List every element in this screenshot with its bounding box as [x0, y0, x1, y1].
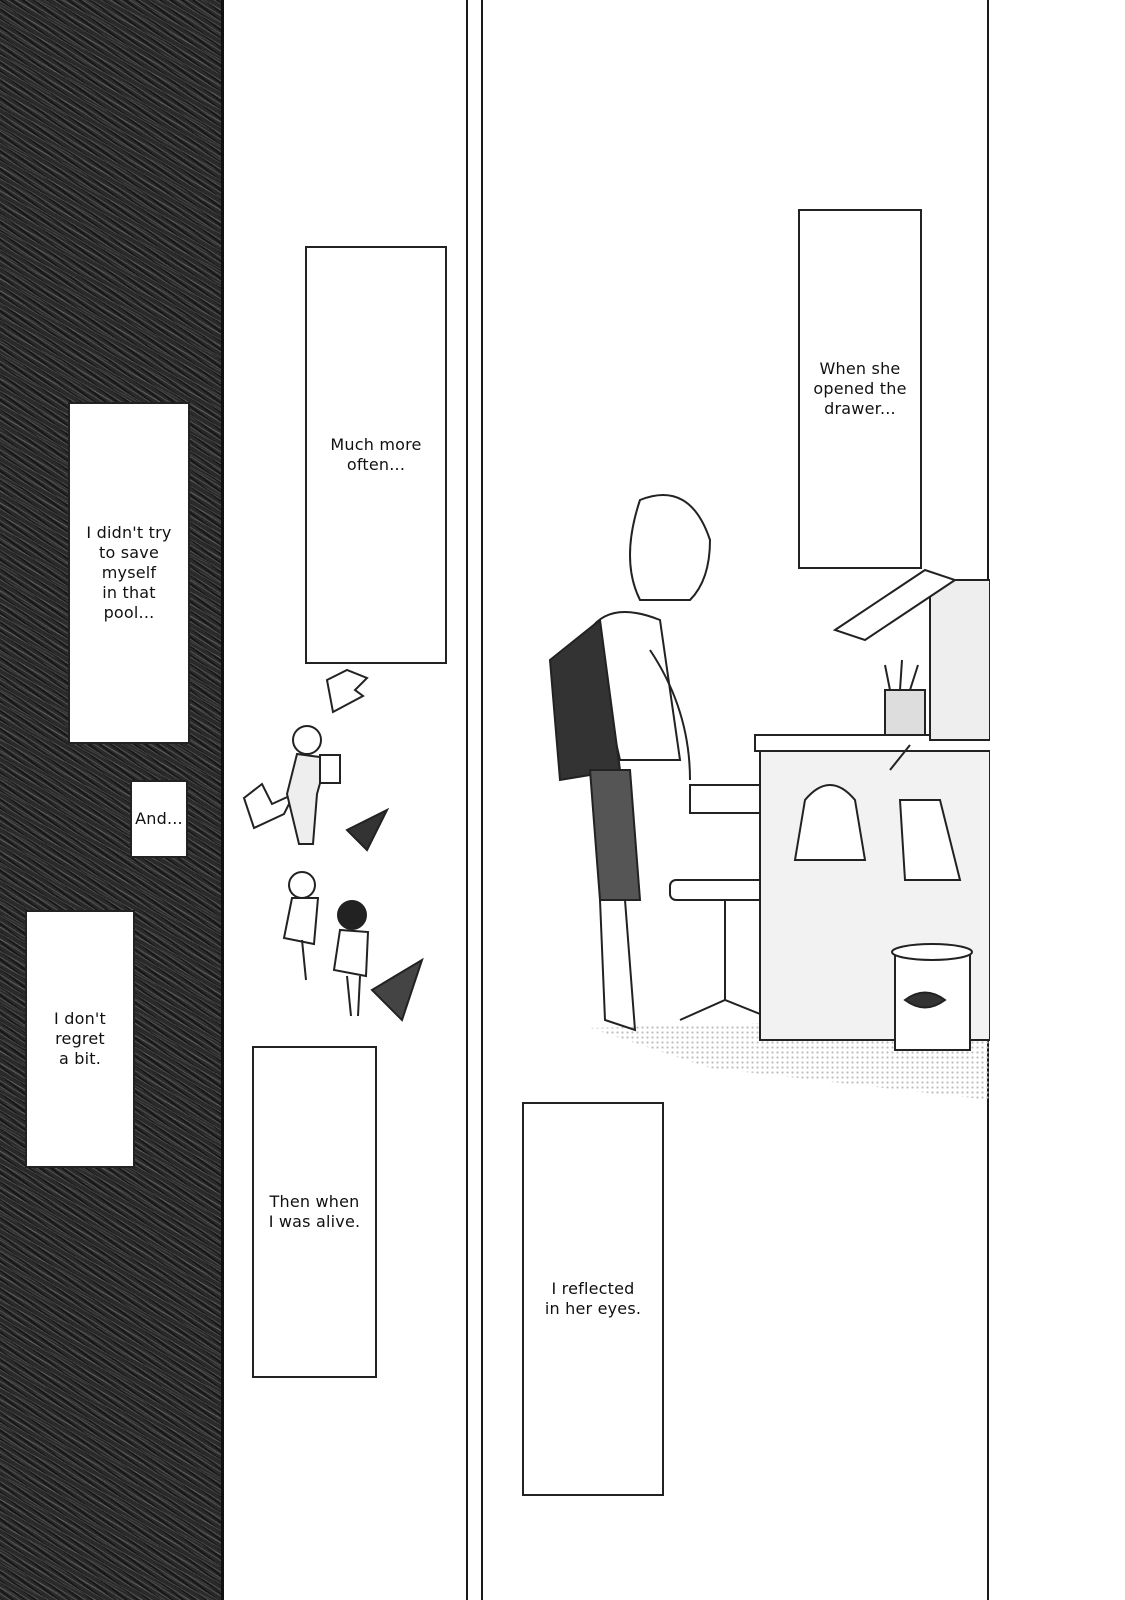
caption-text: Much more often...	[330, 435, 422, 474]
caption-box: I don't regret a bit.	[25, 910, 135, 1168]
caption-box: I didn't try to save myself in that pool…	[68, 402, 190, 744]
caption-text: I reflected in her eyes.	[544, 1279, 642, 1318]
children-walking-illustration	[242, 668, 424, 1022]
caption-box: And...	[130, 780, 188, 858]
caption-text: When she opened the drawer...	[813, 359, 907, 418]
caption-text: And...	[135, 809, 183, 828]
caption-box: Then when I was alive.	[252, 1046, 377, 1378]
caption-box: When she opened the drawer...	[798, 209, 922, 569]
panel-border-right	[481, 0, 483, 1600]
caption-box: Much more often...	[305, 246, 447, 664]
panel-border-left	[466, 0, 468, 1600]
caption-text: I didn't try to save myself in that pool…	[86, 523, 172, 622]
caption-box: I reflected in her eyes.	[522, 1102, 664, 1496]
caption-text: I don't regret a bit.	[54, 1009, 106, 1068]
girl-at-desk-illustration	[548, 494, 990, 1051]
dark-scribble-panel	[0, 0, 224, 1600]
caption-text: Then when I was alive.	[268, 1192, 361, 1231]
